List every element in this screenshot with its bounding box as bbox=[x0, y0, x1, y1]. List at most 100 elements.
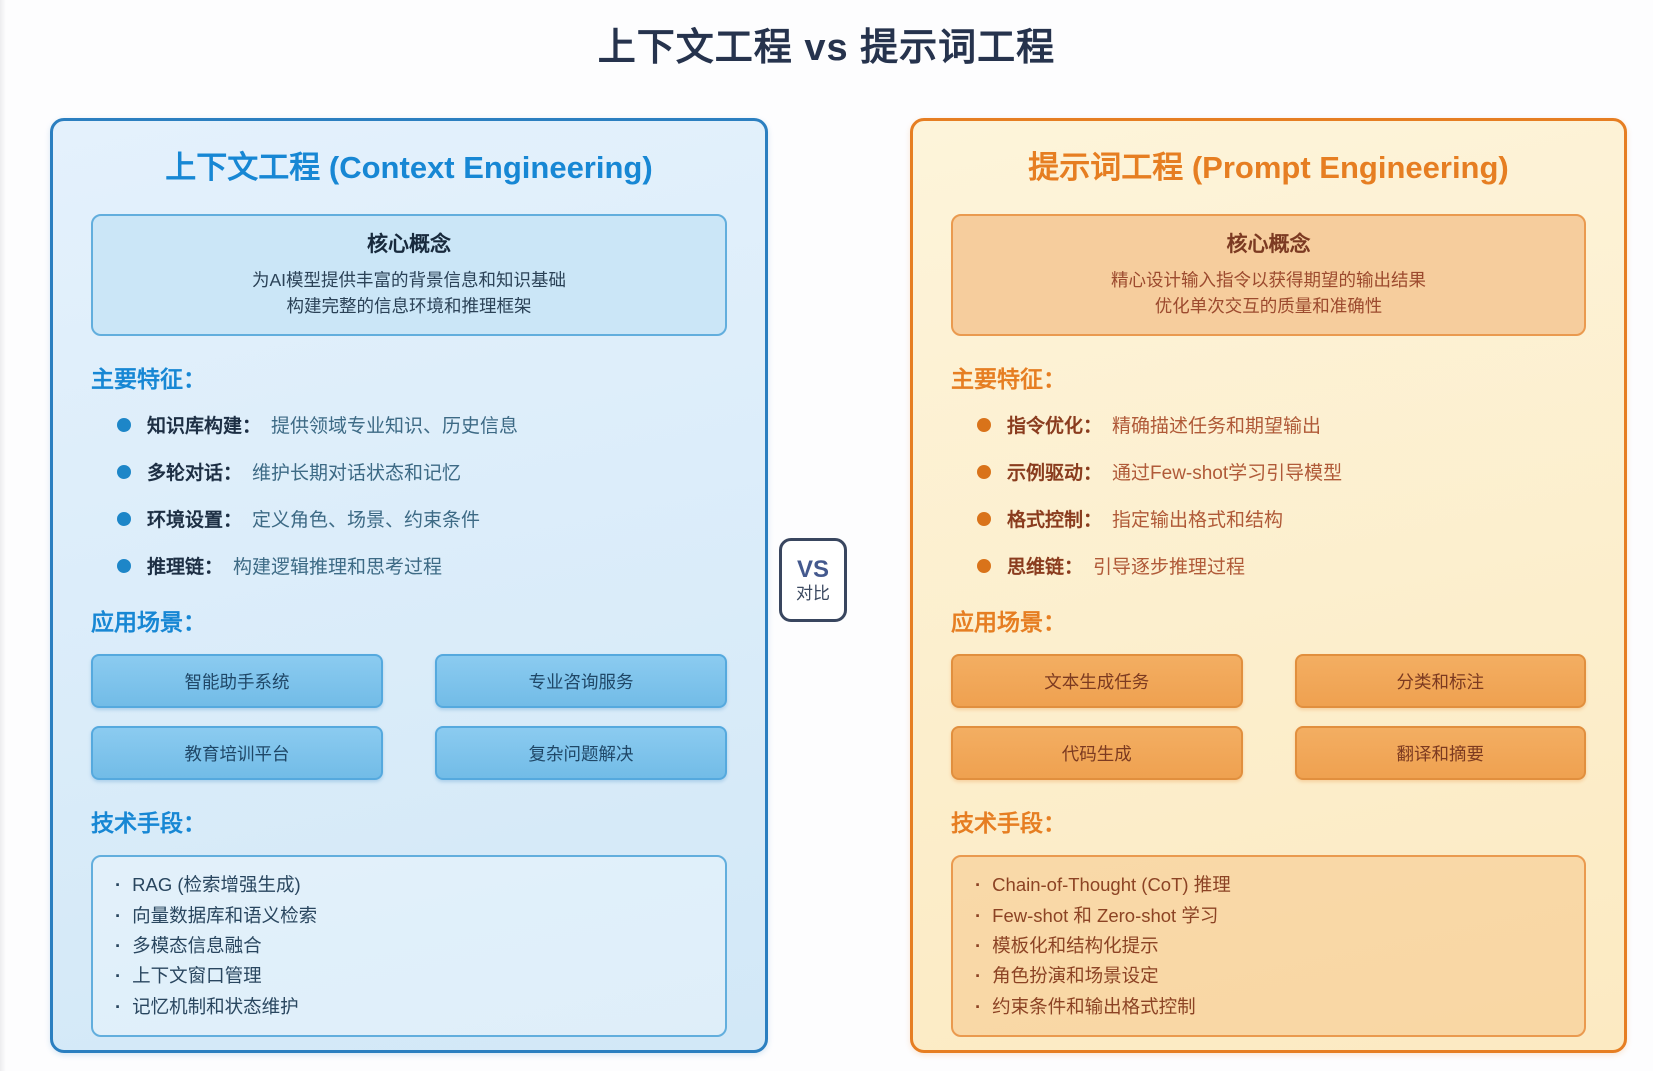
tech-item-text: 模板化和结构化提示 bbox=[992, 934, 1159, 956]
feature-item: 指令优化： 精确描述任务和期望输出 bbox=[977, 411, 1586, 438]
feature-item: 思维链： 引导逐步推理过程 bbox=[977, 552, 1586, 579]
tech-item: · 约束条件和输出格式控制 bbox=[975, 992, 1562, 1022]
feature-item: 推理链： 构建逻辑推理和思考过程 bbox=[117, 552, 727, 579]
dot-bullet-icon: · bbox=[975, 965, 982, 987]
prompt-features-list: 指令优化： 精确描述任务和期望输出 示例驱动： 通过Few-shot学习引导模型… bbox=[951, 411, 1586, 579]
dot-bullet-icon: · bbox=[975, 995, 982, 1017]
feature-label: 指令优化： bbox=[1007, 416, 1103, 438]
dot-bullet-icon: · bbox=[975, 904, 982, 926]
feature-item: 多轮对话： 维护长期对话状态和记忆 bbox=[117, 458, 727, 485]
context-features-heading: 主要特征： bbox=[91, 366, 206, 393]
vs-badge-sublabel: 对比 bbox=[796, 584, 830, 603]
scenario-chip: 文本生成任务 bbox=[951, 654, 1243, 709]
feature-desc: 提供领域专业知识、历史信息 bbox=[271, 416, 519, 438]
prompt-scenarios-grid: 文本生成任务 分类和标注 代码生成 翻译和摘要 bbox=[951, 654, 1586, 781]
context-tech-heading: 技术手段： bbox=[91, 810, 206, 837]
feature-desc: 引导逐步推理过程 bbox=[1093, 557, 1246, 579]
dot-bullet-icon: · bbox=[115, 965, 122, 987]
feature-label: 思维链： bbox=[1007, 557, 1084, 579]
feature-label: 知识库构建： bbox=[147, 416, 262, 438]
feature-bullet-dot-icon bbox=[977, 511, 991, 526]
tech-item-text: 约束条件和输出格式控制 bbox=[992, 995, 1196, 1017]
prompt-core-concept-line2: 优化单次交互的质量和准确性 bbox=[1154, 296, 1383, 316]
prompt-engineering-panel: 提示词工程 (Prompt Engineering) 核心概念 精心设计输入指令… bbox=[910, 118, 1627, 1053]
scenario-chip: 智能助手系统 bbox=[91, 654, 383, 709]
context-core-concept-heading: 核心概念 bbox=[367, 232, 451, 256]
scenario-chip: 翻译和摘要 bbox=[1294, 726, 1586, 781]
prompt-core-concept-line1: 精心设计输入指令以获得期望的输出结果 bbox=[1111, 269, 1426, 290]
tech-item: · 记忆机制和状态维护 bbox=[115, 992, 703, 1022]
dot-bullet-icon: · bbox=[115, 934, 122, 956]
prompt-features-heading: 主要特征： bbox=[951, 366, 1066, 393]
feature-bullet-dot-icon bbox=[117, 558, 131, 573]
prompt-tech-box: · Chain-of-Thought (CoT) 推理 · Few-shot 和 Z… bbox=[951, 855, 1586, 1037]
tech-item-text: Few-shot 和 Zero-shot 学习 bbox=[992, 904, 1219, 926]
tech-item: · Few-shot 和 Zero-shot 学习 bbox=[975, 901, 1562, 931]
dot-bullet-icon: · bbox=[975, 874, 982, 896]
feature-bullet-dot-icon bbox=[977, 464, 991, 479]
tech-item: · 模板化和结构化提示 bbox=[975, 931, 1562, 961]
tech-item-text: 多模态信息融合 bbox=[132, 934, 262, 956]
feature-desc: 构建逻辑推理和思考过程 bbox=[233, 557, 443, 579]
scenario-chip: 代码生成 bbox=[951, 726, 1243, 781]
feature-item: 环境设置： 定义角色、场景、约束条件 bbox=[117, 505, 727, 532]
dot-bullet-icon: · bbox=[115, 904, 122, 926]
context-core-concept-line1: 为AI模型提供丰富的背景信息和知识基础 bbox=[251, 269, 567, 290]
tech-item: · 上下文窗口管理 bbox=[115, 961, 703, 991]
tech-item: · 多模态信息融合 bbox=[115, 931, 703, 961]
vs-badge: VS 对比 bbox=[779, 538, 847, 622]
tech-item: · 角色扮演和场景设定 bbox=[975, 961, 1562, 991]
feature-item: 示例驱动： 通过Few-shot学习引导模型 bbox=[977, 458, 1586, 485]
page-title: 上下文工程 vs 提示词工程 bbox=[597, 27, 1056, 69]
tech-item-text: 上下文窗口管理 bbox=[132, 965, 262, 987]
prompt-tech-list: · Chain-of-Thought (CoT) 推理 · Few-shot 和 Z… bbox=[975, 870, 1562, 1022]
scenario-chip: 分类和标注 bbox=[1294, 654, 1586, 709]
prompt-core-concept-heading: 核心概念 bbox=[1226, 232, 1311, 256]
feature-bullet-dot-icon bbox=[117, 511, 131, 526]
feature-label: 多轮对话： bbox=[147, 463, 243, 485]
tech-item: · Chain-of-Thought (CoT) 推理 bbox=[975, 870, 1562, 900]
tech-item-text: RAG (检索增强生成) bbox=[132, 874, 301, 896]
feature-bullet-dot-icon bbox=[117, 464, 131, 479]
scenario-chip: 教育培训平台 bbox=[91, 726, 383, 781]
prompt-panel-title: 提示词工程 (Prompt Engineering) bbox=[1028, 150, 1509, 185]
context-features-list: 知识库构建： 提供领域专业知识、历史信息 多轮对话： 维护长期对话状态和记忆 环… bbox=[91, 411, 727, 579]
feature-bullet-dot-icon bbox=[117, 417, 131, 432]
scenario-chip: 专业咨询服务 bbox=[435, 654, 727, 709]
feature-bullet-dot-icon bbox=[977, 417, 991, 432]
feature-desc: 通过Few-shot学习引导模型 bbox=[1112, 463, 1343, 485]
context-engineering-panel: 上下文工程 (Context Engineering) 核心概念 为AI模型提供… bbox=[50, 118, 768, 1053]
context-panel-title: 上下文工程 (Context Engineering) bbox=[165, 150, 653, 185]
tech-item-text: 向量数据库和语义检索 bbox=[132, 904, 318, 926]
feature-label: 环境设置： bbox=[147, 510, 243, 532]
feature-label: 示例驱动： bbox=[1007, 463, 1103, 485]
vs-badge-label: VS bbox=[796, 556, 829, 583]
dot-bullet-icon: · bbox=[115, 874, 122, 896]
context-tech-box: · RAG (检索增强生成) · 向量数据库和语义检索 · 多模态信息融合 · 上下文窗… bbox=[91, 855, 727, 1037]
tech-item: · 向量数据库和语义检索 bbox=[115, 901, 703, 931]
context-core-concept-line2: 构建完整的信息环境和推理框架 bbox=[286, 296, 532, 316]
feature-desc: 维护长期对话状态和记忆 bbox=[252, 463, 462, 485]
tech-item-text: Chain-of-Thought (CoT) 推理 bbox=[992, 874, 1231, 896]
tech-item-text: 记忆机制和状态维护 bbox=[132, 995, 299, 1017]
feature-item: 知识库构建： 提供领域专业知识、历史信息 bbox=[117, 411, 727, 438]
tech-item-text: 角色扮演和场景设定 bbox=[992, 965, 1159, 987]
scenario-chip: 复杂问题解决 bbox=[435, 726, 727, 781]
context-tech-list: · RAG (检索增强生成) · 向量数据库和语义检索 · 多模态信息融合 · 上下文窗… bbox=[115, 870, 703, 1022]
context-scenarios-grid: 智能助手系统 专业咨询服务 教育培训平台 复杂问题解决 bbox=[91, 654, 727, 781]
dot-bullet-icon: · bbox=[975, 934, 982, 956]
dot-bullet-icon: · bbox=[115, 995, 122, 1017]
context-scenarios-heading: 应用场景： bbox=[91, 609, 206, 636]
tech-item: · RAG (检索增强生成) bbox=[115, 870, 703, 900]
feature-label: 推理链： bbox=[147, 557, 224, 579]
prompt-core-concept-box: 核心概念 精心设计输入指令以获得期望的输出结果 优化单次交互的质量和准确性 bbox=[951, 213, 1586, 337]
feature-desc: 定义角色、场景、约束条件 bbox=[252, 510, 481, 532]
context-core-concept-box: 核心概念 为AI模型提供丰富的背景信息和知识基础 构建完整的信息环境和推理框架 bbox=[91, 213, 727, 337]
feature-desc: 精确描述任务和期望输出 bbox=[1112, 416, 1322, 438]
prompt-scenarios-heading: 应用场景： bbox=[951, 609, 1066, 636]
feature-label: 格式控制： bbox=[1007, 510, 1103, 532]
feature-item: 格式控制： 指定输出格式和结构 bbox=[977, 505, 1586, 532]
feature-bullet-dot-icon bbox=[977, 558, 991, 573]
prompt-tech-heading: 技术手段： bbox=[951, 810, 1066, 837]
feature-desc: 指定输出格式和结构 bbox=[1112, 510, 1284, 532]
